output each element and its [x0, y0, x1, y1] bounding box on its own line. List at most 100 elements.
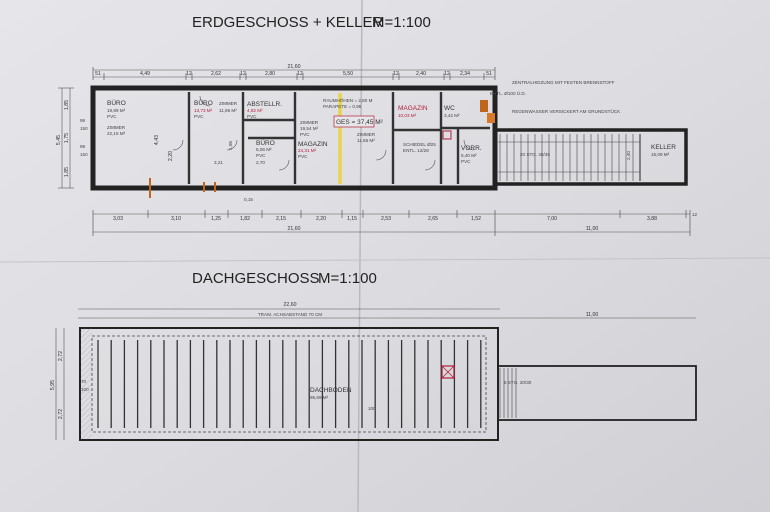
dim-top-12: 51	[486, 71, 492, 77]
dim-misc-4: 100	[368, 406, 376, 411]
attic-extension	[497, 365, 697, 421]
dim-inner-3: 150	[80, 152, 88, 157]
room-abstell-floor: PVC	[247, 114, 257, 119]
dim-attic-right: 11,00	[586, 312, 599, 318]
schiedel-chimney	[442, 130, 452, 140]
dim-misc-1: 2,70	[256, 160, 265, 165]
attic-plan: 22,60 TRAM. ACHSABSTAND 70 CM 11,00 5 ST…	[50, 302, 697, 441]
note-raumhoehe: RAUMHÖHEN = 2,80 M	[323, 97, 373, 103]
room-magazin1-name: MAGAZIN	[298, 141, 328, 148]
dim-bottom-10: 7,00	[547, 216, 557, 222]
room-keller-area: 15,09 M²	[651, 152, 670, 157]
room-buero1-area: 19,89 M²	[107, 108, 126, 113]
note-stairs: 20 STG. 20/35	[520, 152, 550, 157]
dim-bottom-9: 1,52	[471, 216, 481, 222]
room-zimmer1-name: ZIMMER	[107, 125, 126, 130]
door-swings	[172, 95, 475, 171]
room-buero3-name: BÜRO	[256, 139, 275, 147]
title-attic: DACHGESCHOSS	[192, 270, 320, 287]
dim-top-0: 51	[95, 71, 101, 77]
dim-top-4: 12	[240, 71, 246, 77]
note-stairs-attic: 5 STG. 20/30	[504, 380, 532, 385]
attic-chimney-cross-2	[441, 365, 455, 379]
note-heating: ZENTRALHEIZUNG MIT FESTEN BRENNSTOFF	[512, 80, 615, 85]
dim-left-total: 5,45	[56, 135, 62, 145]
room-zimmer2-area: 11,96 M²	[219, 108, 237, 113]
room-buero2-floor: PVC	[194, 114, 204, 119]
room-zimmer2-name: ZIMMER	[219, 101, 238, 106]
chimney-marker	[487, 113, 495, 123]
dim-bottom-1: 3,10	[171, 216, 181, 222]
dim-misc-0: 3,21	[214, 160, 223, 165]
room-zimmer4-name: ZIMMER	[357, 132, 376, 137]
attic-stair-treads	[499, 368, 517, 418]
dim-bottom-8: 2,65	[428, 216, 438, 222]
room-buero1-floor: PVC	[107, 114, 117, 119]
dim-inner-0: 98	[80, 118, 86, 123]
room-wc-area: 3,42 M²	[444, 113, 460, 118]
dim-top-1: 4,49	[140, 71, 150, 77]
dim-inner-2: 98	[80, 144, 86, 149]
dim-bottom-right-total: 11,00	[586, 226, 599, 232]
note-schiedel: SCHIEDEL Ø25	[403, 142, 436, 147]
dim-misc-5: 0,15	[244, 197, 253, 202]
dim-attic-total: 22,60	[284, 302, 297, 308]
dim-top-5: 2,80	[265, 71, 275, 77]
dim-top-9: 2,40	[416, 71, 426, 77]
dim-left-0: 1,85	[64, 100, 70, 110]
dim-attic-inner-1: 100	[81, 387, 89, 392]
dim-top-7: 5,50	[343, 71, 353, 77]
chimney-marker-top	[480, 100, 488, 112]
dim-bottom-total: 21,60	[288, 226, 301, 232]
title-ground-floor: ERDGESCHOSS + KELLER	[192, 14, 383, 31]
room-zimmer4-area: 11,65 M²	[357, 138, 375, 143]
note-parapete: PARAPETE = 0,95	[323, 104, 362, 109]
dim-misc-3: 2,40	[626, 151, 631, 160]
room-buero2-name: BÜRO	[194, 99, 213, 107]
ground-floor-plan: 21,60 51 4,49 12 2,62 12 2,80 12 5,50 12…	[56, 64, 698, 236]
room-zimmer3-floor: PVC	[300, 132, 310, 137]
room-abstell-name: ABSTELLR.	[247, 101, 282, 108]
room-buero2-area: 13,73 M²	[194, 108, 213, 113]
room-dachboden-name: DACHBODEN	[310, 387, 352, 394]
dim-top-2: 12	[186, 71, 192, 77]
dim-bottom-11: 3,88	[647, 216, 657, 222]
room-zimmer3-name: ZIMMER	[300, 120, 319, 125]
roof-rafters	[97, 340, 482, 428]
dim-top-10: 12	[444, 71, 450, 77]
dim-bottom-5: 2,20	[316, 216, 326, 222]
room-buero3-floor: PVC	[256, 153, 266, 158]
scale-ground-floor: M=1:100	[372, 14, 431, 31]
paper-fold-horizontal	[0, 257, 770, 263]
room-buero1-name: BÜRO	[107, 99, 126, 107]
dim-height-0: 4,43	[154, 135, 160, 145]
room-zimmer3-area: 19,54 M²	[300, 126, 319, 131]
room-keller-name: KELLER	[651, 144, 676, 151]
dim-left-2: 1,85	[64, 167, 70, 177]
dim-left-1: 1,75	[64, 133, 70, 143]
dim-attic-left-total: 5,95	[50, 380, 56, 390]
scale-attic: M=1:100	[318, 270, 377, 287]
dim-top-3: 2,62	[211, 71, 221, 77]
room-magazin1-floor: PVC	[298, 154, 308, 159]
attic-left-hatch	[80, 328, 92, 440]
dim-top-11: 2,34	[460, 71, 470, 77]
note-entl: ENTL. Ø100 Ü.D.	[490, 90, 526, 96]
note-roof-axis: TRAM. ACHSABSTAND 70 CM	[258, 312, 322, 317]
dim-bottom-6: 1,15	[347, 216, 357, 222]
dim-top-6: 12	[297, 71, 303, 77]
room-dachboden-area: 95,69 M²	[310, 395, 329, 400]
paper-fold	[357, 0, 363, 512]
room-magazin2-area: 10,03 M²	[398, 113, 417, 118]
dim-height-1: 2,20	[168, 151, 174, 161]
dim-attic-left-0: 2,72	[58, 351, 64, 361]
room-vorr-name: VORR.	[461, 145, 482, 152]
room-abstell-area: 4,82 M²	[247, 108, 263, 113]
room-magazin2-name: MAGAZIN	[398, 105, 428, 112]
dim-misc-2: 1,98	[228, 141, 233, 150]
dim-top-total: 21,60	[288, 64, 301, 70]
room-zimmer1-area: 22,15 M²	[107, 131, 126, 136]
note-schiedel-detail: ENTL. 12/28	[403, 148, 429, 153]
dim-bottom-4: 2,15	[276, 216, 286, 222]
